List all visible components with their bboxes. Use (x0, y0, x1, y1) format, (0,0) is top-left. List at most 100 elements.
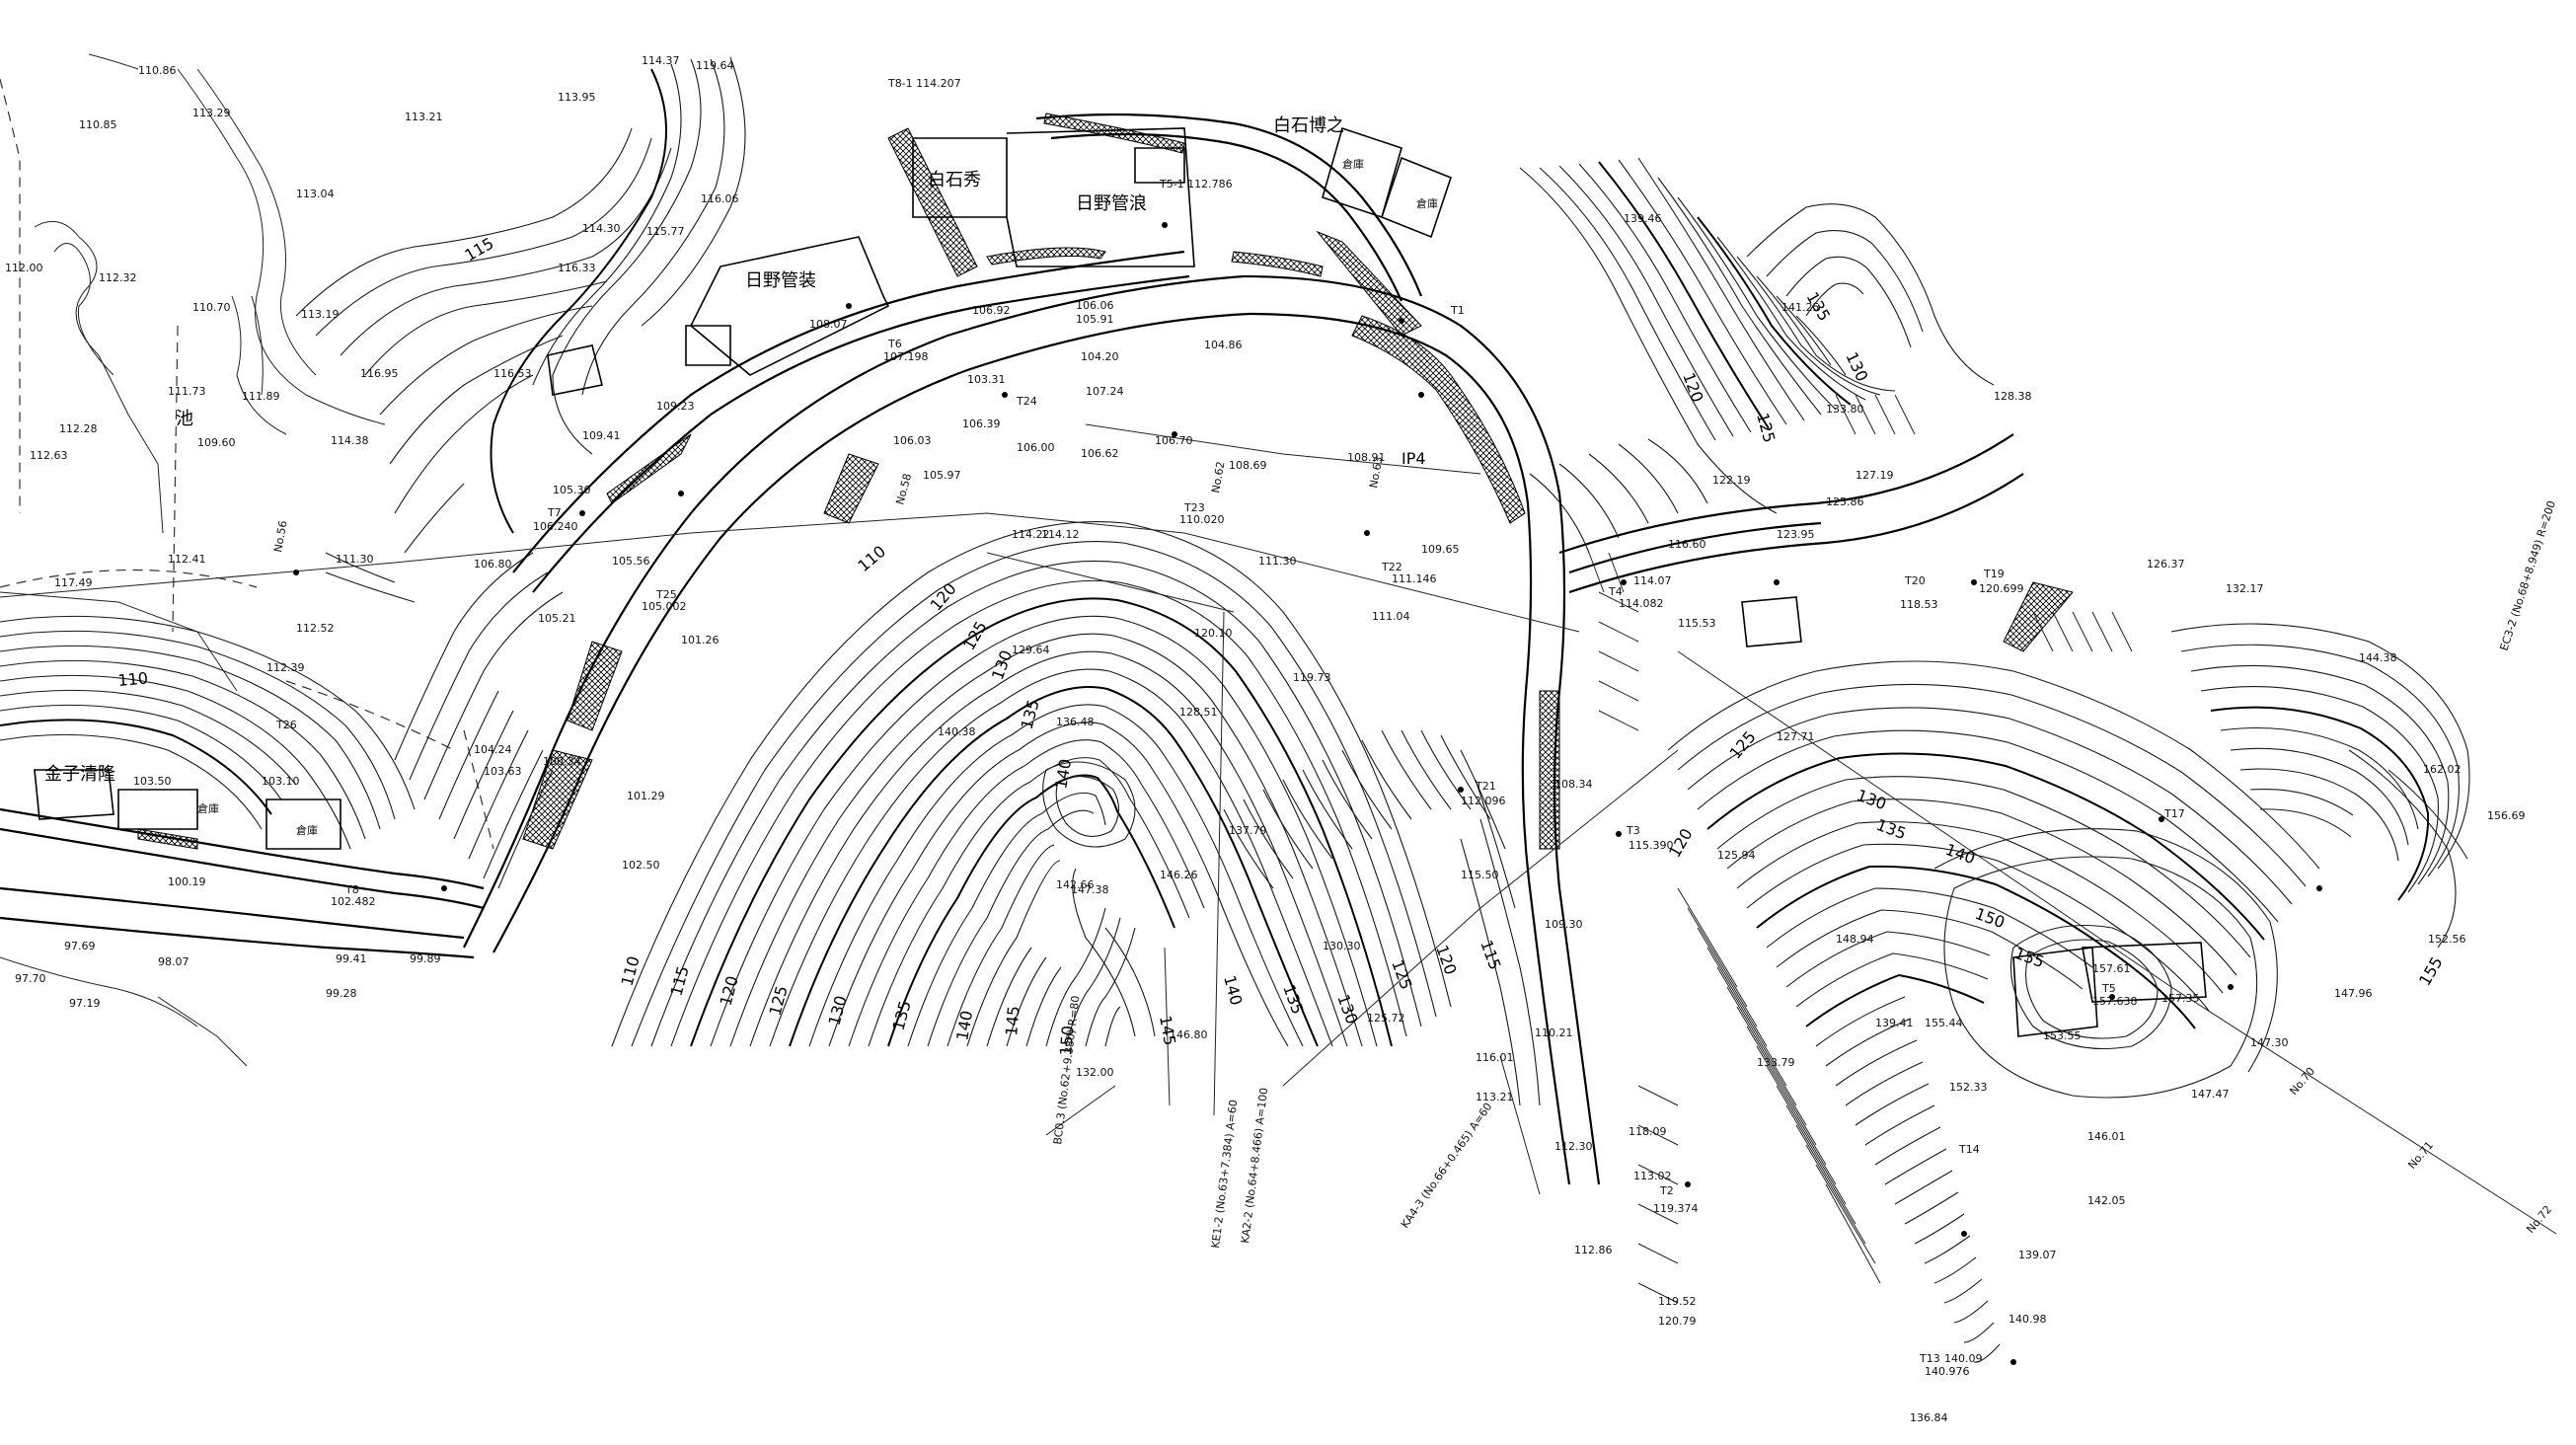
spot-height: 106.240 (533, 520, 578, 533)
spot-height: 106.06 (1076, 299, 1114, 312)
label-storehouse: 倉庫 (296, 823, 318, 837)
spot-height: 147.47 (2191, 1088, 2230, 1101)
spot-height: 114.22 (1012, 528, 1050, 541)
spot-height: 108.07 (809, 318, 848, 331)
spot-height: 97.19 (69, 997, 101, 1010)
spot-height: 114.30 (582, 222, 621, 235)
spot-height: 140.98 (2008, 1313, 2047, 1326)
buildings (34, 126, 2207, 1037)
contour-label: 130 (825, 994, 851, 1027)
spot-height: 112.28 (59, 422, 98, 435)
chainage-label: No.58 (893, 472, 914, 506)
spot-height: 127.71 (1777, 730, 1815, 743)
spot-height: 157.61 (2092, 962, 2131, 975)
spot-height: 116.53 (493, 367, 532, 380)
contour-label: 125 (1388, 957, 1415, 992)
spot-height: 139.41 (1875, 1017, 1914, 1029)
spot-height: 115.390 (1629, 839, 1674, 852)
spot-height: 113.21 (405, 111, 443, 123)
spot-height: 146.26 (1160, 869, 1198, 881)
contour-label: 150 (1973, 904, 2008, 932)
curve-note: KA4-3 (No.66+0.465) A=60 (1399, 1101, 1495, 1231)
spot-height: 104.24 (474, 743, 512, 756)
spot-height: 108.69 (1229, 459, 1267, 472)
station-label: T19 (1983, 568, 2005, 580)
chainage-label: No.63 (1367, 455, 1385, 489)
contour-label: 150 (1056, 1025, 1078, 1056)
spot-height: 109.30 (1545, 918, 1583, 931)
spot-height: 105.002 (642, 600, 687, 613)
spot-height: 106.70 (1155, 434, 1193, 447)
spot-height: 111.146 (1392, 572, 1437, 585)
place-labels: 白石博之 白石秀 日野管浪 日野管装 金子清隆 池 IP4 倉庫 倉庫 倉庫 倉… (44, 115, 1438, 837)
spot-height: 99.89 (410, 952, 441, 965)
spot-height: 156.69 (2487, 809, 2526, 822)
chainage-label: No.56 (271, 519, 289, 553)
contour-label: 155 (2415, 953, 2447, 989)
spot-height: 112.096 (1461, 795, 1506, 807)
spot-height: 119.64 (696, 59, 734, 72)
spot-height: 122.19 (1712, 474, 1751, 487)
label-hino-kanji: 日野管浪 (1076, 193, 1147, 214)
spot-height: 125.86 (1826, 495, 1864, 508)
spot-height: 112.30 (1554, 1140, 1593, 1153)
spot-height: 104.20 (1081, 350, 1119, 363)
west-area (0, 53, 494, 1067)
spot-height: 142.66 (1056, 878, 1095, 891)
spot-height: 99.28 (326, 987, 357, 1000)
spot-height: 114.07 (1633, 574, 1672, 587)
spot-height: 103.50 (133, 775, 172, 788)
spot-height: 133.80 (1826, 403, 1864, 416)
spot-height: 113.19 (301, 308, 340, 321)
spot-height: 116.95 (360, 367, 399, 380)
contour-label: 155 (2012, 944, 2047, 971)
spot-height: 109.60 (197, 436, 236, 449)
spot-height: 106.00 (1017, 441, 1055, 454)
spot-height: 114.082 (1619, 597, 1664, 610)
station-label: T8 (344, 883, 359, 896)
chainage-label: No.71 (2405, 1139, 2436, 1172)
spot-height: 103.10 (262, 775, 300, 788)
station-label: T7 (547, 506, 562, 519)
contour-label: 120 (1679, 370, 1706, 405)
contour-label: 110 (117, 668, 149, 690)
spot-height: 123.95 (1777, 528, 1815, 541)
spot-height: 110.86 (138, 64, 177, 77)
station-label: T4 (1608, 585, 1623, 598)
slope-hachures (1588, 394, 2133, 1304)
spot-height: 113.95 (558, 91, 596, 104)
spot-height: 101.26 (681, 634, 720, 646)
contour-label: 120 (927, 579, 960, 615)
traverse-lines (0, 423, 2557, 1235)
spot-height: 112.52 (296, 622, 335, 635)
spot-height: 113.29 (192, 107, 231, 119)
spot-height: 104.86 (1204, 339, 1243, 351)
spot-height: 113.02 (1633, 1170, 1672, 1182)
spot-height: 128.38 (1994, 390, 2032, 403)
chainage-label: No.72 (2524, 1203, 2554, 1236)
curve-note: KE1-2 (No.63+7.384) A=60 (1209, 1099, 1240, 1249)
contour-label: 115 (1477, 938, 1504, 972)
spot-height: 105.91 (1076, 313, 1114, 326)
spot-height: 119.52 (1658, 1295, 1697, 1308)
spot-height: 139.07 (2018, 1249, 2057, 1261)
spot-height: 106.80 (474, 558, 512, 570)
northwest-hill-contours (295, 56, 746, 603)
contour-label: 135 (1874, 815, 1909, 843)
spot-height: 142.05 (2087, 1194, 2126, 1207)
spot-height: 114.37 (642, 54, 680, 67)
label-pond: 池 (176, 409, 193, 429)
contour-label: 135 (889, 999, 915, 1032)
station-label: T3 (1626, 824, 1640, 837)
contour-label: 130 (1842, 349, 1871, 385)
spot-height: 115.50 (1461, 869, 1499, 881)
chainage-label: No.70 (2287, 1065, 2317, 1098)
station-label: T1 (1450, 304, 1465, 317)
contour-label: 120 (717, 974, 742, 1008)
label-ip4: IP4 (1402, 449, 1426, 468)
label-hino-kanji-2: 日野管装 (745, 270, 816, 291)
contour-label: 135 (1018, 698, 1043, 731)
spot-height: 112.32 (99, 271, 137, 284)
spot-height: 97.70 (15, 972, 46, 985)
